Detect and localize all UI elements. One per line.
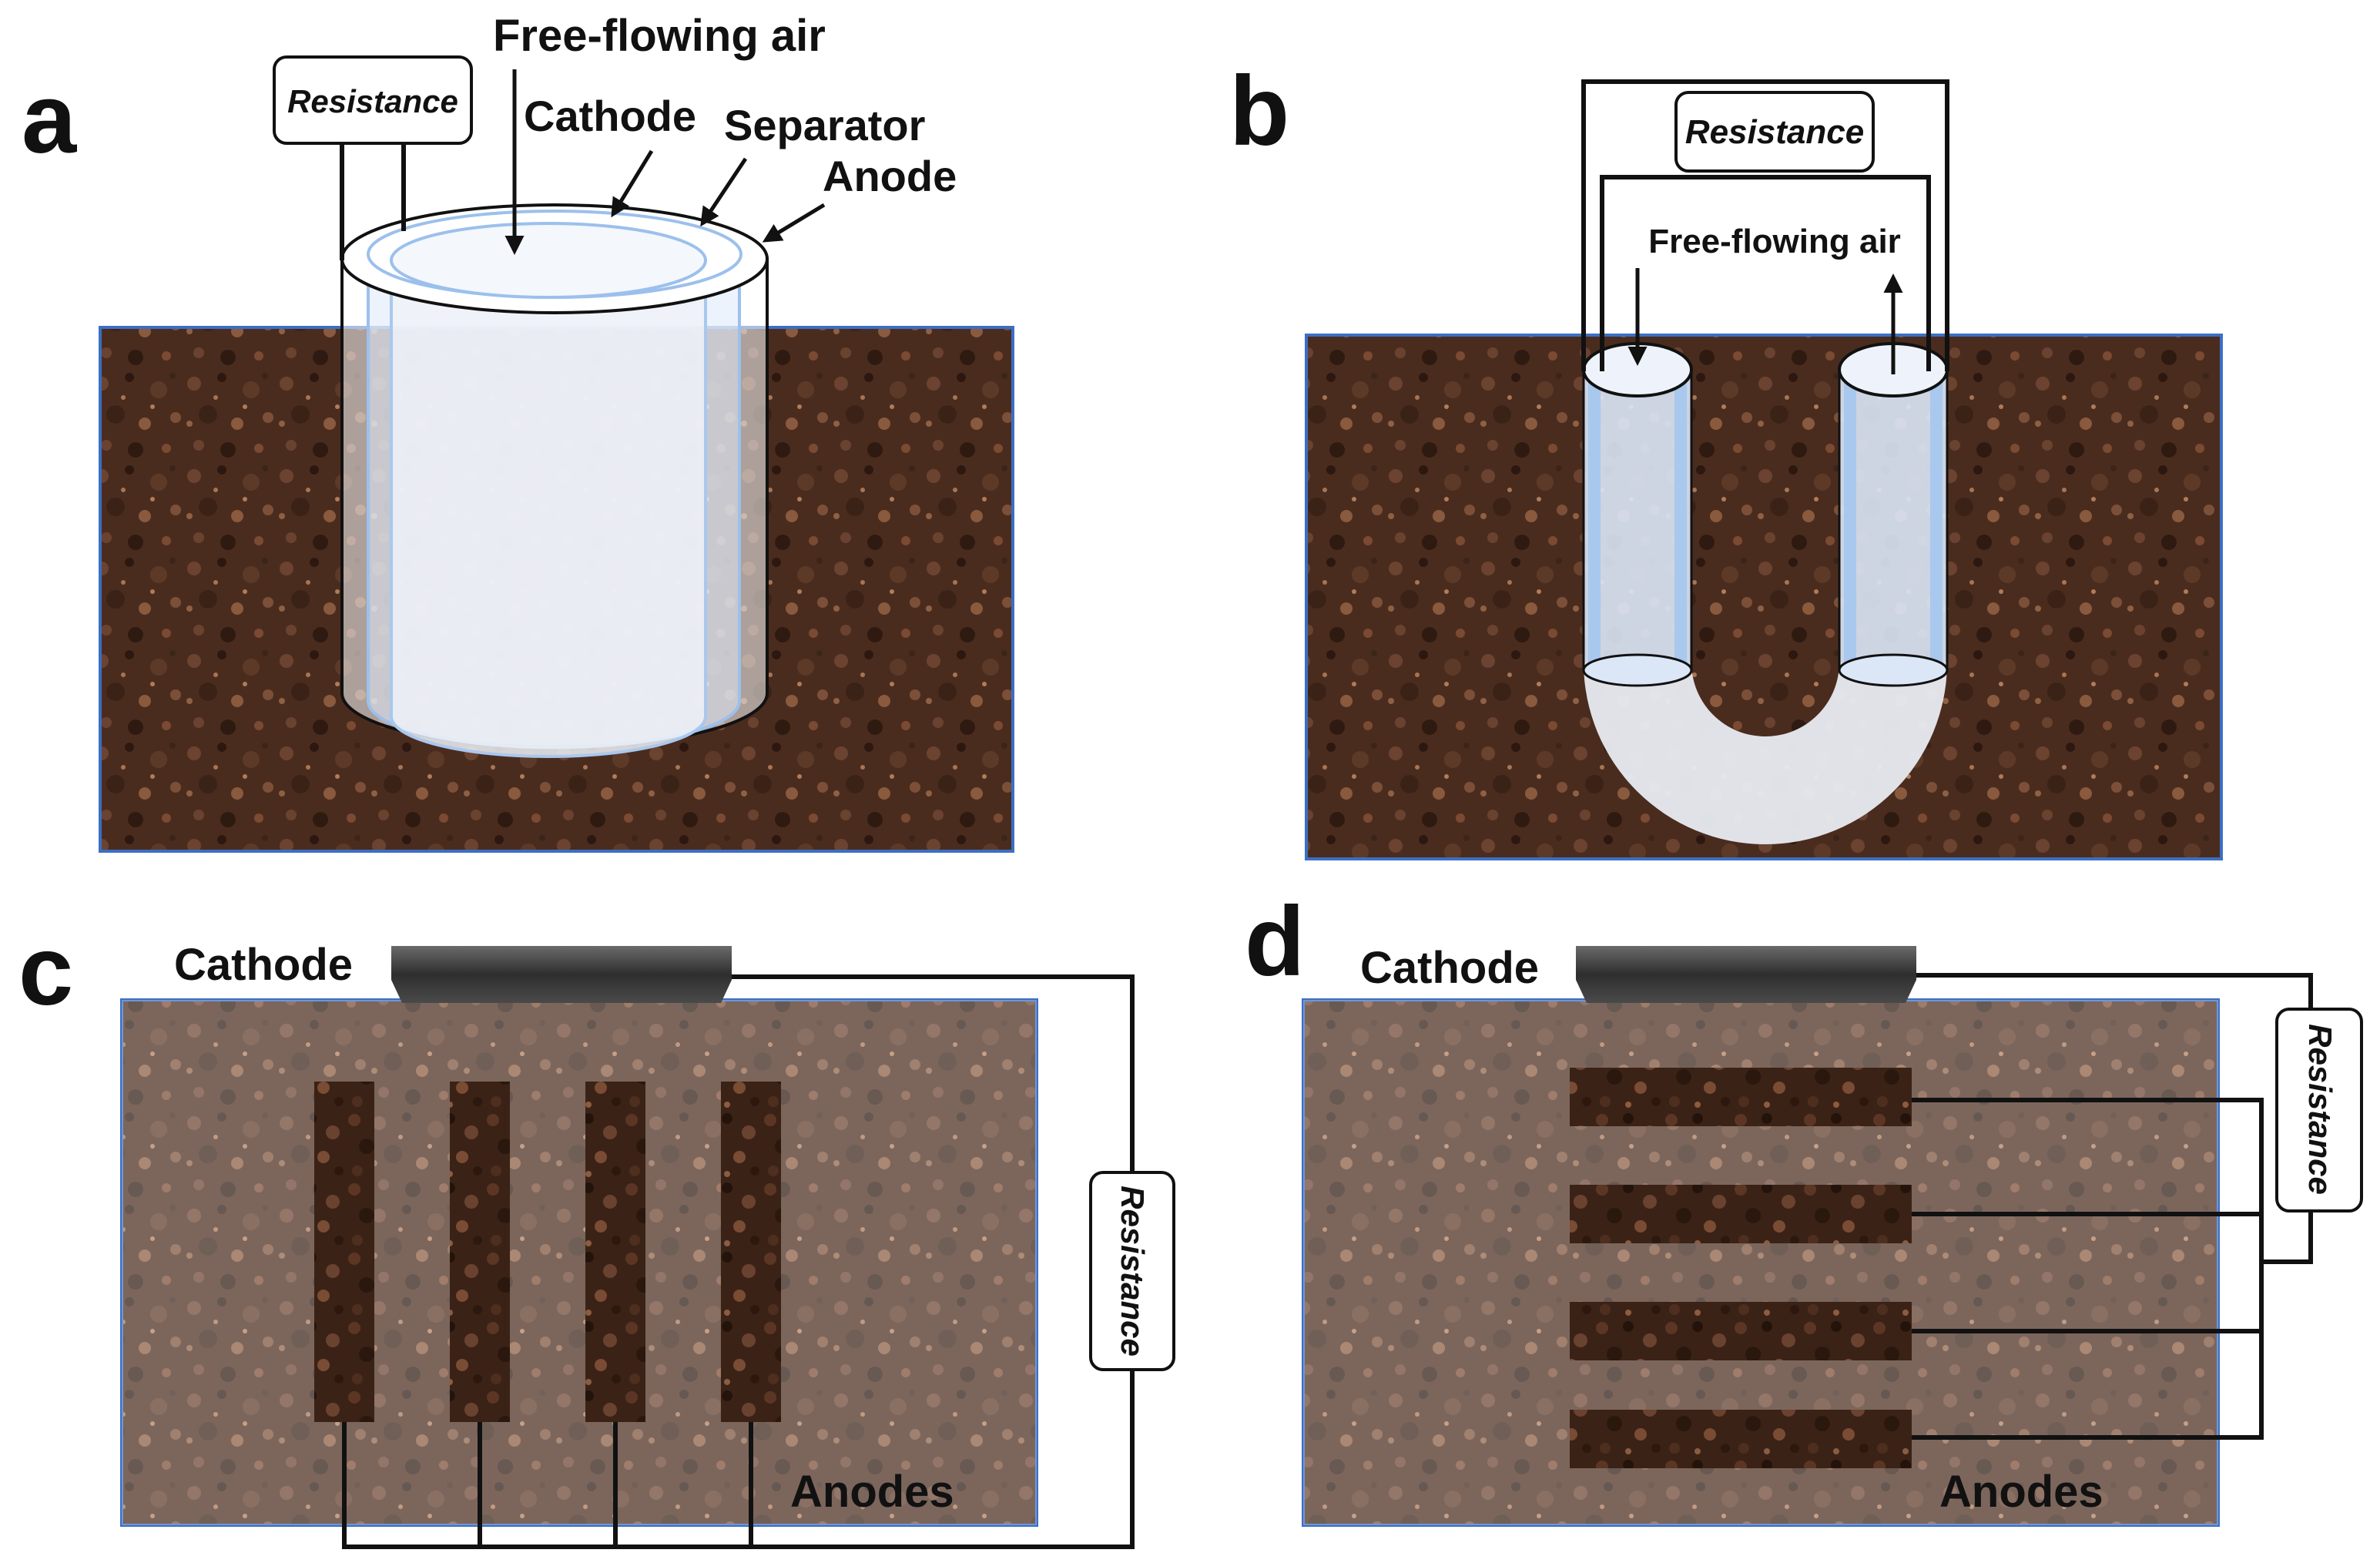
panel-c-anode-1 bbox=[314, 1082, 374, 1422]
panel-d-letter: d bbox=[1245, 887, 1305, 997]
panel-a-anode-arrow bbox=[762, 203, 826, 243]
panel-d-resistance-box bbox=[2275, 1008, 2363, 1212]
panel-a-cathode-label: Cathode bbox=[524, 92, 696, 140]
panel-b-inner-wire bbox=[1600, 175, 1931, 371]
panel-b: b Resistance Free-flowing air bbox=[1229, 56, 2223, 860]
panel-d-cathode-label: Cathode bbox=[1360, 943, 1539, 993]
panel-a-resistance-label: Resistance bbox=[287, 83, 458, 119]
panel-a-resistance-box bbox=[273, 55, 473, 145]
panel-d: d Cathode Resistance Anodes bbox=[1245, 887, 2363, 1527]
panel-c-anode-4 bbox=[721, 1082, 781, 1422]
panel-c-resistance-label: Resistance bbox=[1115, 1186, 1151, 1357]
panel-d-anode-4 bbox=[1570, 1410, 1912, 1468]
panel-a-anode-label: Anode bbox=[823, 152, 957, 200]
panel-a-air-label: Free-flowing air bbox=[493, 11, 826, 61]
panel-b-letter: b bbox=[1229, 56, 1289, 166]
panel-c-haze bbox=[122, 1000, 1037, 1525]
panel-b-resistance-label: Resistance bbox=[1685, 113, 1864, 151]
panel-a-cathode-arrow bbox=[611, 149, 654, 218]
panel-c-cathode-plate bbox=[391, 946, 732, 1003]
panel-d-anode-bus bbox=[1912, 1098, 2313, 1440]
panel-a-separator-label: Separator bbox=[724, 101, 925, 149]
panel-a-separator-arrow bbox=[700, 157, 748, 227]
panel-d-anodes-label: Anodes bbox=[1939, 1467, 2103, 1517]
panel-b-outer-wire bbox=[1581, 79, 1949, 371]
panel-d-cathode-plate bbox=[1576, 946, 1916, 1003]
panel-d-anode-3 bbox=[1570, 1302, 1912, 1360]
panel-a-cylinder bbox=[340, 203, 769, 758]
panel-c: c Cathode Resistance Anodes bbox=[18, 916, 1175, 1549]
panel-c-cathode-wire bbox=[732, 974, 1135, 1172]
panel-a: a Resistance Free-flowing air Cathode Se… bbox=[22, 11, 1014, 853]
panel-b-resistance-box bbox=[1674, 91, 1875, 173]
panel-c-anodes-label: Anodes bbox=[790, 1467, 954, 1517]
panel-a-letter: a bbox=[22, 64, 77, 174]
panel-c-anode-2 bbox=[450, 1082, 510, 1422]
panel-c-letter: c bbox=[18, 916, 73, 1026]
panel-c-anode-bus bbox=[342, 1370, 1135, 1549]
panel-c-resistance-box bbox=[1089, 1171, 1175, 1371]
panel-d-cathode-wire bbox=[1916, 973, 2313, 1009]
panel-d-anode-2 bbox=[1570, 1185, 1912, 1243]
panel-d-resistance-label: Resistance bbox=[2302, 1024, 2338, 1195]
panel-c-anode-3 bbox=[585, 1082, 645, 1422]
panel-c-cathode-label: Cathode bbox=[174, 940, 353, 990]
panel-d-anode-1 bbox=[1570, 1068, 1912, 1126]
panel-b-u-tube bbox=[1582, 342, 1949, 844]
panel-b-air-label: Free-flowing air bbox=[1648, 223, 1901, 260]
